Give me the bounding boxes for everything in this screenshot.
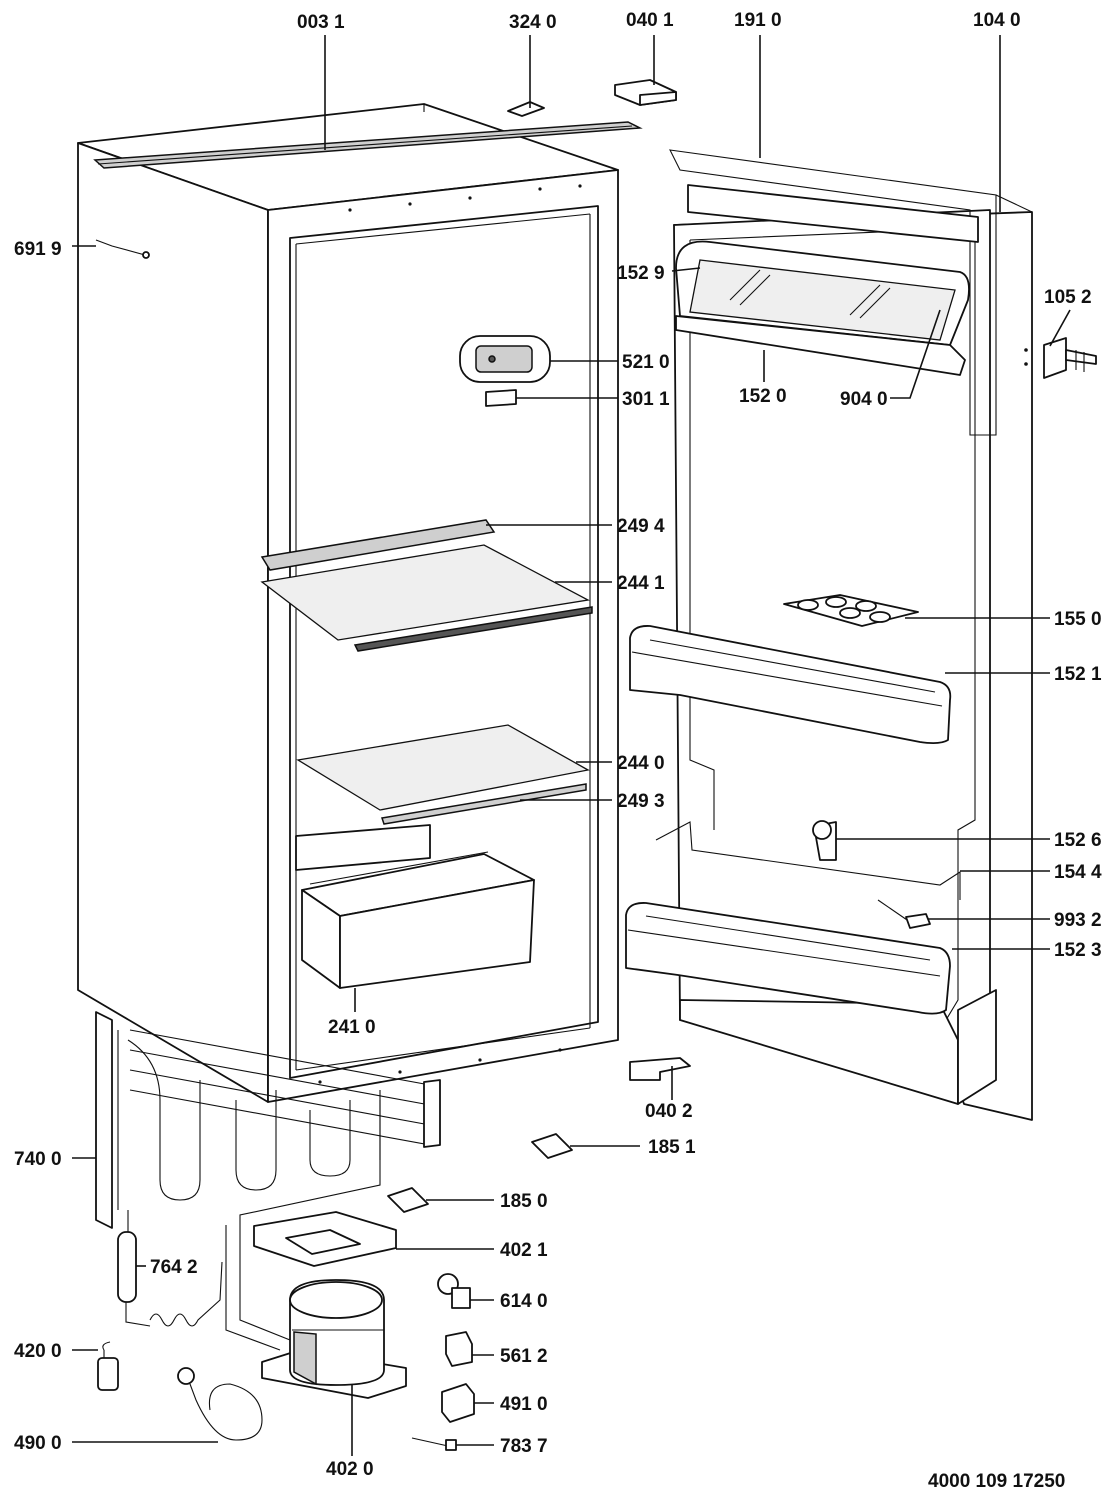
refrigerant-tube (225, 1100, 381, 1351)
capacitor (97, 1341, 119, 1391)
door-shelf-upper (629, 625, 952, 745)
glass-shelf-upper (260, 519, 593, 652)
condenser-coil (95, 1011, 441, 1229)
hinge-bracket-top (614, 79, 677, 106)
label-191-0: 191 0 (734, 10, 782, 31)
label-521-0: 521 0 (622, 352, 670, 373)
label-152-9: 152 9 (617, 263, 665, 284)
label-152-6: 152 6 (1054, 830, 1102, 851)
leader-lines (72, 35, 1071, 1456)
label-324-0: 324 0 (509, 12, 557, 33)
label-301-1: 301 1 (622, 389, 670, 410)
pin-part (411, 1437, 457, 1451)
label-249-4: 249 4 (617, 516, 665, 537)
bottle-clip (812, 820, 837, 861)
evaporation-tray (253, 1211, 397, 1267)
door-switch-part (877, 899, 931, 929)
door-panel (669, 149, 1033, 1121)
label-993-2: 993 2 (1054, 910, 1102, 931)
lower-hinge (1024, 337, 1097, 379)
label-040-1: 040 1 (626, 10, 674, 31)
sensor-probe (95, 239, 150, 259)
label-152-1: 152 1 (1054, 664, 1102, 685)
crisper-drawer (301, 851, 535, 989)
label-152-0: 152 0 (739, 386, 787, 407)
overload-protector (445, 1331, 473, 1367)
label-244-1: 244 1 (617, 573, 665, 594)
starter-relay (437, 1273, 471, 1309)
egg-tray (783, 594, 919, 627)
label-241-0: 241 0 (328, 1017, 376, 1038)
glass-shelf-lower (296, 724, 590, 825)
retainer-rod (655, 821, 961, 900)
dairy-compartment (675, 184, 979, 376)
label-402-1: 402 1 (500, 1240, 548, 1261)
label-904-0: 904 0 (840, 389, 888, 410)
label-740-0: 740 0 (14, 1149, 62, 1170)
label-003-1: 003 1 (297, 12, 345, 33)
door-shelf-lower (625, 902, 951, 1015)
label-491-0: 491 0 (500, 1394, 548, 1415)
small-plate-a (531, 1133, 573, 1159)
label-420-0: 420 0 (14, 1341, 62, 1362)
label-185-1: 185 1 (648, 1137, 696, 1158)
label-561-2: 561 2 (500, 1346, 548, 1367)
terminal-cover (441, 1383, 475, 1423)
dryer-filter (117, 1210, 223, 1327)
label-249-3: 249 3 (617, 791, 665, 812)
label-105-2: 105 2 (1044, 287, 1092, 308)
label-185-0: 185 0 (500, 1191, 548, 1212)
document-number: 4000 109 17250 (928, 1471, 1065, 1492)
label-402-0: 402 0 (326, 1459, 374, 1480)
label-490-0: 490 0 (14, 1433, 62, 1454)
part-labels: 003 1 324 0 040 1 191 0 104 0 691 9 152 … (14, 10, 1102, 1492)
small-plate-b (387, 1187, 429, 1213)
top-trim-strip (93, 121, 643, 169)
label-244-0: 244 0 (617, 753, 665, 774)
hinge-bracket-bottom (629, 1057, 691, 1081)
label-plate (485, 389, 517, 407)
label-691-9: 691 9 (14, 239, 62, 260)
label-152-3: 152 3 (1054, 940, 1102, 961)
compressor (261, 1279, 407, 1399)
label-764-2: 764 2 (150, 1257, 198, 1278)
power-cord (177, 1367, 263, 1441)
label-104-0: 104 0 (973, 10, 1021, 31)
label-040-2: 040 2 (645, 1101, 693, 1122)
label-614-0: 614 0 (500, 1291, 548, 1312)
label-155-0: 155 0 (1054, 609, 1102, 630)
label-154-4: 154 4 (1054, 862, 1102, 883)
label-783-7: 783 7 (500, 1436, 548, 1457)
clip-part (507, 101, 545, 117)
thermostat-control (459, 335, 551, 383)
